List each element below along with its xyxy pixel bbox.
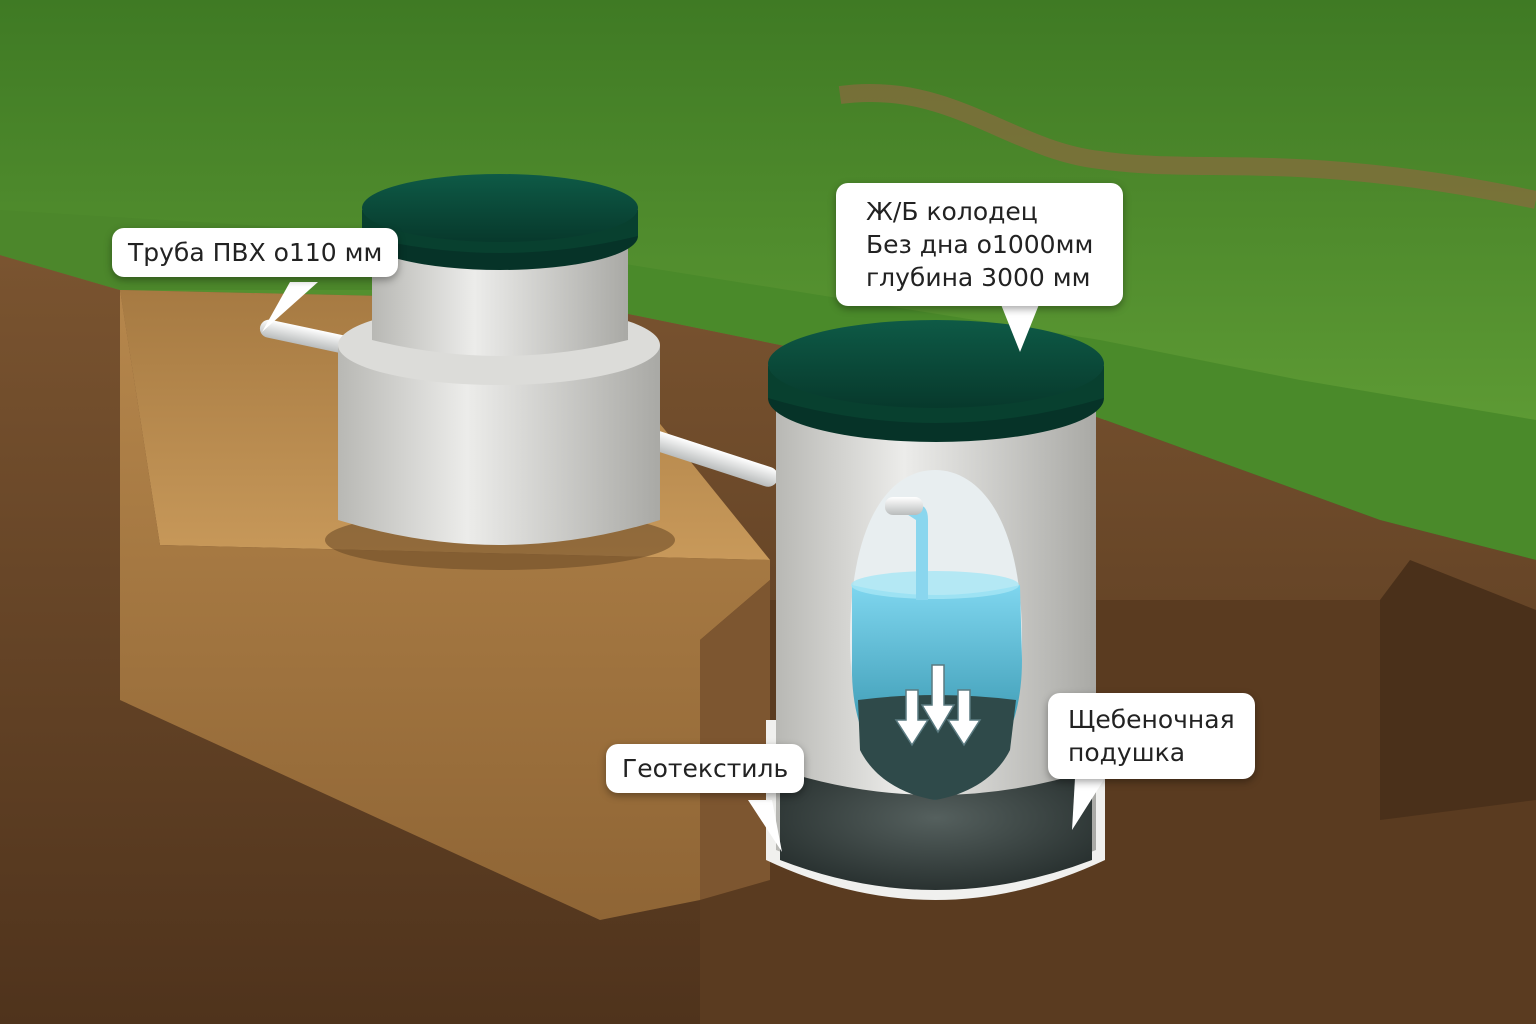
gravel-label-line-2: подушка — [1068, 738, 1186, 767]
grass-rim-right — [560, 260, 1536, 560]
well-inlet-pipe — [885, 497, 923, 515]
tank-neck — [372, 240, 628, 356]
gravel-label-line-1: Щебеночная — [1068, 705, 1235, 734]
well-lid-top — [768, 320, 1104, 408]
gravel-bed — [780, 770, 1092, 890]
well-callout-pointer — [1000, 302, 1040, 352]
gravel-callout-pointer — [1072, 778, 1105, 830]
gravel-callout: Щебеночная подушка — [1048, 693, 1255, 779]
geotextile-callout: Геотекстиль — [606, 744, 805, 793]
sand-right-face — [700, 580, 770, 900]
geotextile-label: Геотекстиль — [622, 754, 789, 783]
well-label-line-2: Без дна о1000мм — [866, 230, 1094, 259]
well-label-line-1: Ж/Б колодец — [866, 197, 1038, 226]
connecting-pipe — [634, 426, 779, 487]
well-label-line-3: глубина 3000 мм — [866, 263, 1091, 292]
well-inlet-stub — [893, 505, 928, 600]
pipe-callout-pointer — [262, 282, 318, 332]
right-pit-wall — [1380, 560, 1536, 820]
pipe-callout: Труба ПВХ о110 мм — [112, 228, 399, 277]
dirt-path — [838, 83, 1536, 209]
geotextile-callout-pointer — [748, 800, 782, 852]
well-callout: Ж/Б колодец Без дна о1000мм глубина 3000… — [836, 183, 1124, 306]
pipe-label: Труба ПВХ о110 мм — [128, 238, 383, 267]
water-surface — [851, 571, 1019, 599]
tank-lower-ring — [338, 345, 660, 545]
tank-lid-top — [362, 174, 638, 242]
downward-arrows — [894, 664, 982, 747]
